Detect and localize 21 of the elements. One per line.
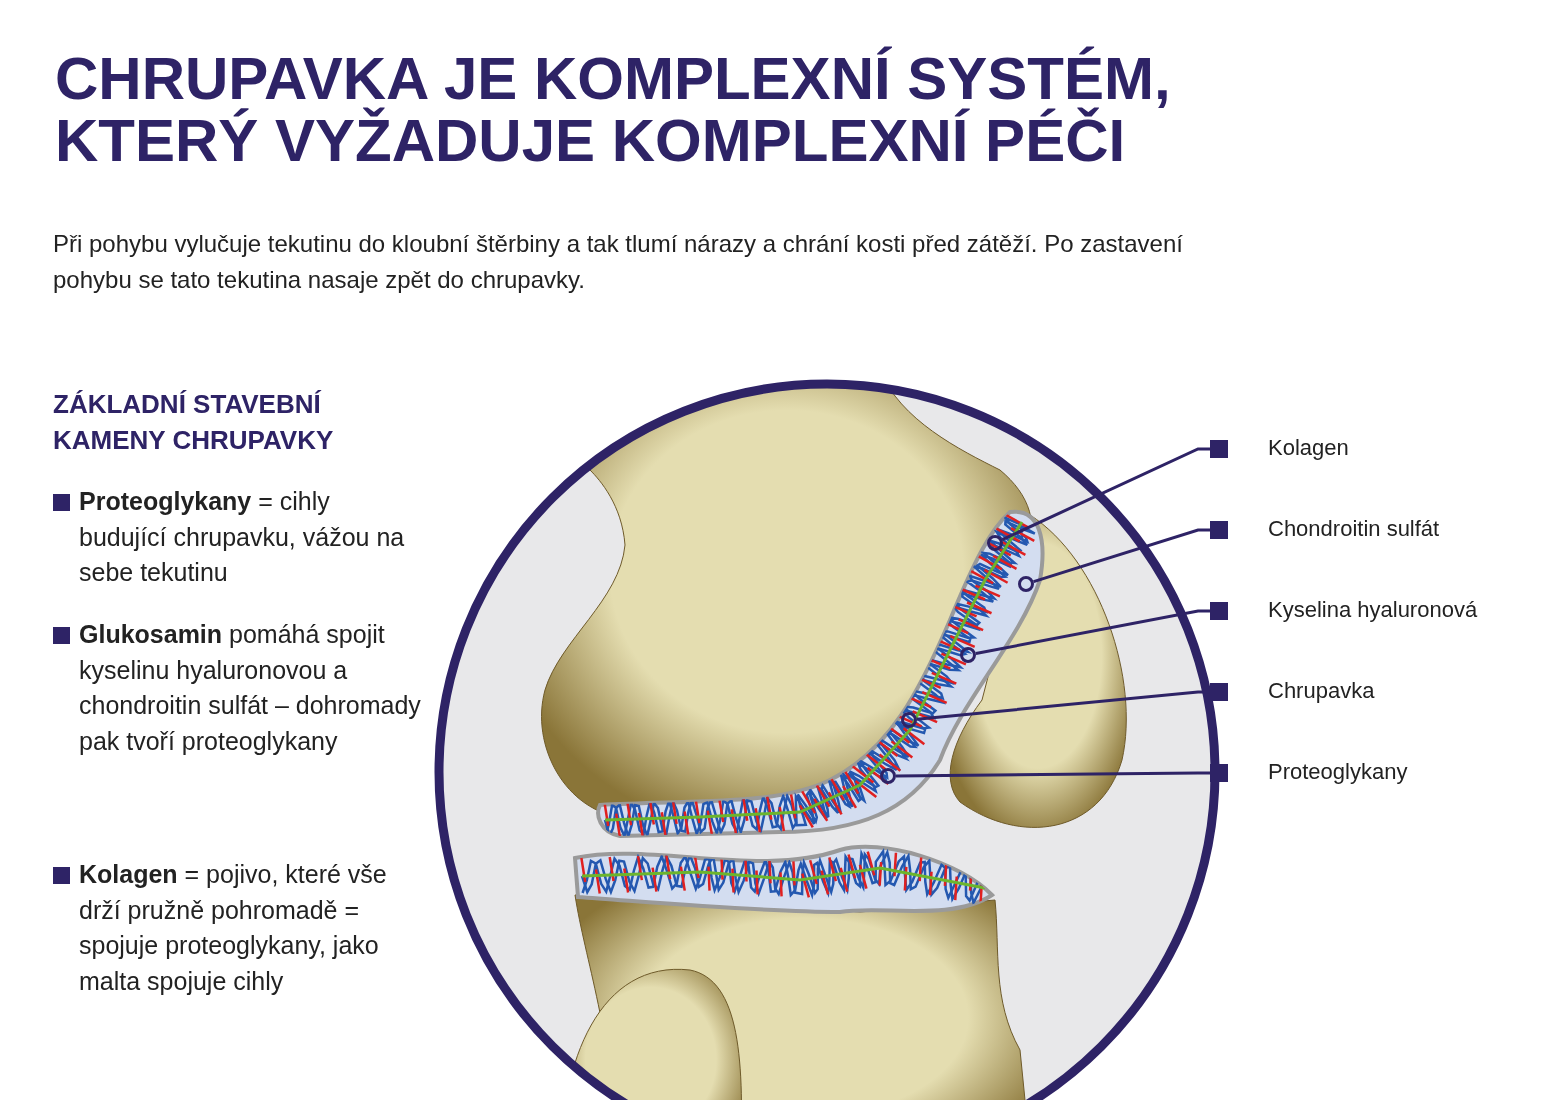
- marker-circle: [1018, 576, 1034, 592]
- marker-circle: [880, 768, 896, 784]
- bullet-text: Kolagen = pojivo, které vše drží pružně pohromadě = spojuje proteoglykany, jako malta spojuje cihly: [79, 859, 388, 997]
- bullet-text: Proteoglykany = cihly budující chrupavku, vážou na sebe tekutinu: [79, 486, 406, 588]
- section-heading: ZÁKLADNÍ STAVEBNÍ KAMENY CHRUPAVKY: [53, 388, 335, 457]
- callout-label: Proteoglykany: [1268, 759, 1408, 785]
- marker-circle: [901, 712, 917, 728]
- leader-line: [896, 764, 1228, 782]
- callout-label: Kolagen: [1268, 435, 1349, 461]
- marker-circle: [987, 535, 1003, 551]
- callout-label: Chondroitin sulfát: [1268, 516, 1440, 542]
- leader-line: [1001, 440, 1228, 541]
- intro-paragraph: Při pohybu vylučuje tekutinu do kloubní štěrbiny a tak tlumí nárazy a chrání kosti před zátěží. Po zastavení pohybu se tato tekutina nasaje zpět do chrupavky.: [53, 229, 1184, 295]
- bullet-text: Glukosamin pomáhá spojit kyselinu hyaluronovou a chondroitin sulfát – dohromady pak tvoří proteoglykany: [79, 619, 422, 757]
- leader-line: [916, 683, 1228, 721]
- callout-label: Chrupavka: [1268, 678, 1375, 704]
- leader-line: [975, 602, 1228, 655]
- marker-circle: [960, 647, 976, 663]
- callout-label: Kyselina hyaluronová: [1268, 597, 1478, 623]
- leader-line: [1033, 521, 1228, 584]
- title: CHRUPAVKA JE KOMPLEXNÍ SYSTÉM, KTERÝ VYŽADUJE KOMPLEXNÍ PÉČI: [55, 48, 1172, 172]
